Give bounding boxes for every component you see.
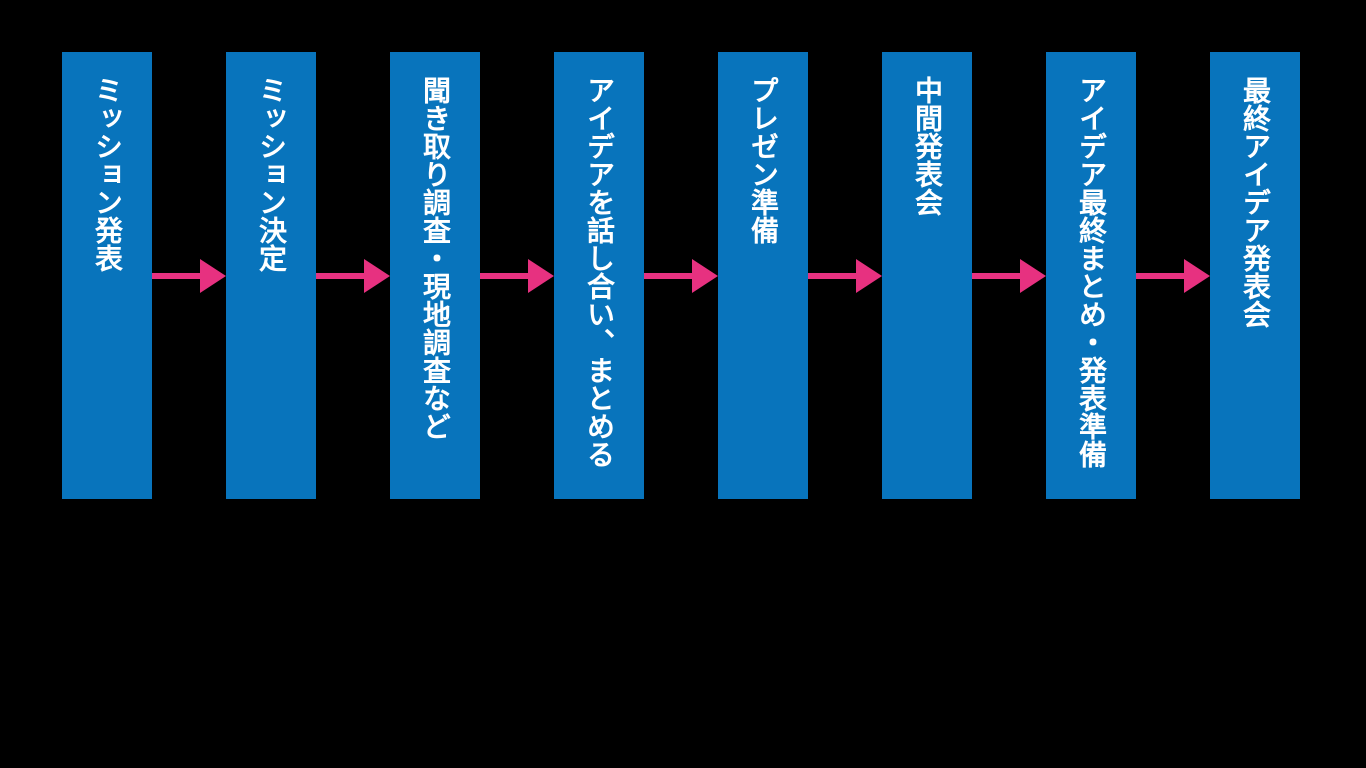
flow-step-box-4: アイデアを話し合い、まとめる <box>554 52 644 499</box>
arrow-head <box>1020 258 1046 293</box>
flow-step-label: 最終アイデア発表会 <box>1240 76 1271 328</box>
arrow-right-icon <box>480 52 554 499</box>
flow-step-box-1: ミッション発表 <box>62 52 152 499</box>
arrow-line <box>152 272 200 279</box>
arrow-line <box>644 272 692 279</box>
arrow-right-icon <box>316 52 390 499</box>
flow-step-label: プレゼン準備 <box>748 76 779 244</box>
flow-step-label: ミッション発表 <box>92 76 123 272</box>
flow-step-label: ミッション決定 <box>256 76 287 272</box>
flow-step-box-2: ミッション決定 <box>226 52 316 499</box>
arrow-head <box>200 258 226 293</box>
arrow-right-icon <box>972 52 1046 499</box>
flow-step-label: アイデアを話し合い、まとめる <box>584 76 615 468</box>
arrow-line <box>1136 272 1184 279</box>
flow-step-box-7: アイデア最終まとめ・発表準備 <box>1046 52 1136 499</box>
arrow-line <box>480 272 528 279</box>
flow-step-box-6: 中間発表会 <box>882 52 972 499</box>
arrow-head <box>1184 258 1210 293</box>
flow-step-box-3: 聞き取り調査・現地調査など <box>390 52 480 499</box>
arrow-right-icon <box>1136 52 1210 499</box>
arrow-line <box>316 272 364 279</box>
flow-step-box-8: 最終アイデア発表会 <box>1210 52 1300 499</box>
flow-step-label: 中間発表会 <box>912 76 943 216</box>
arrow-line <box>972 272 1020 279</box>
arrow-line <box>808 272 856 279</box>
flow-step-label: アイデア最終まとめ・発表準備 <box>1076 76 1107 468</box>
arrow-head <box>528 258 554 293</box>
flow-step-box-5: プレゼン準備 <box>718 52 808 499</box>
arrow-right-icon <box>152 52 226 499</box>
arrow-right-icon <box>808 52 882 499</box>
arrow-head <box>856 258 882 293</box>
arrow-right-icon <box>644 52 718 499</box>
arrow-head <box>692 258 718 293</box>
flow-row: ミッション発表 ミッション決定 聞き取り調査・現地調査など アイデアを話し合い、… <box>62 52 1300 499</box>
flow-step-label: 聞き取り調査・現地調査など <box>420 76 451 440</box>
arrow-head <box>364 258 390 293</box>
